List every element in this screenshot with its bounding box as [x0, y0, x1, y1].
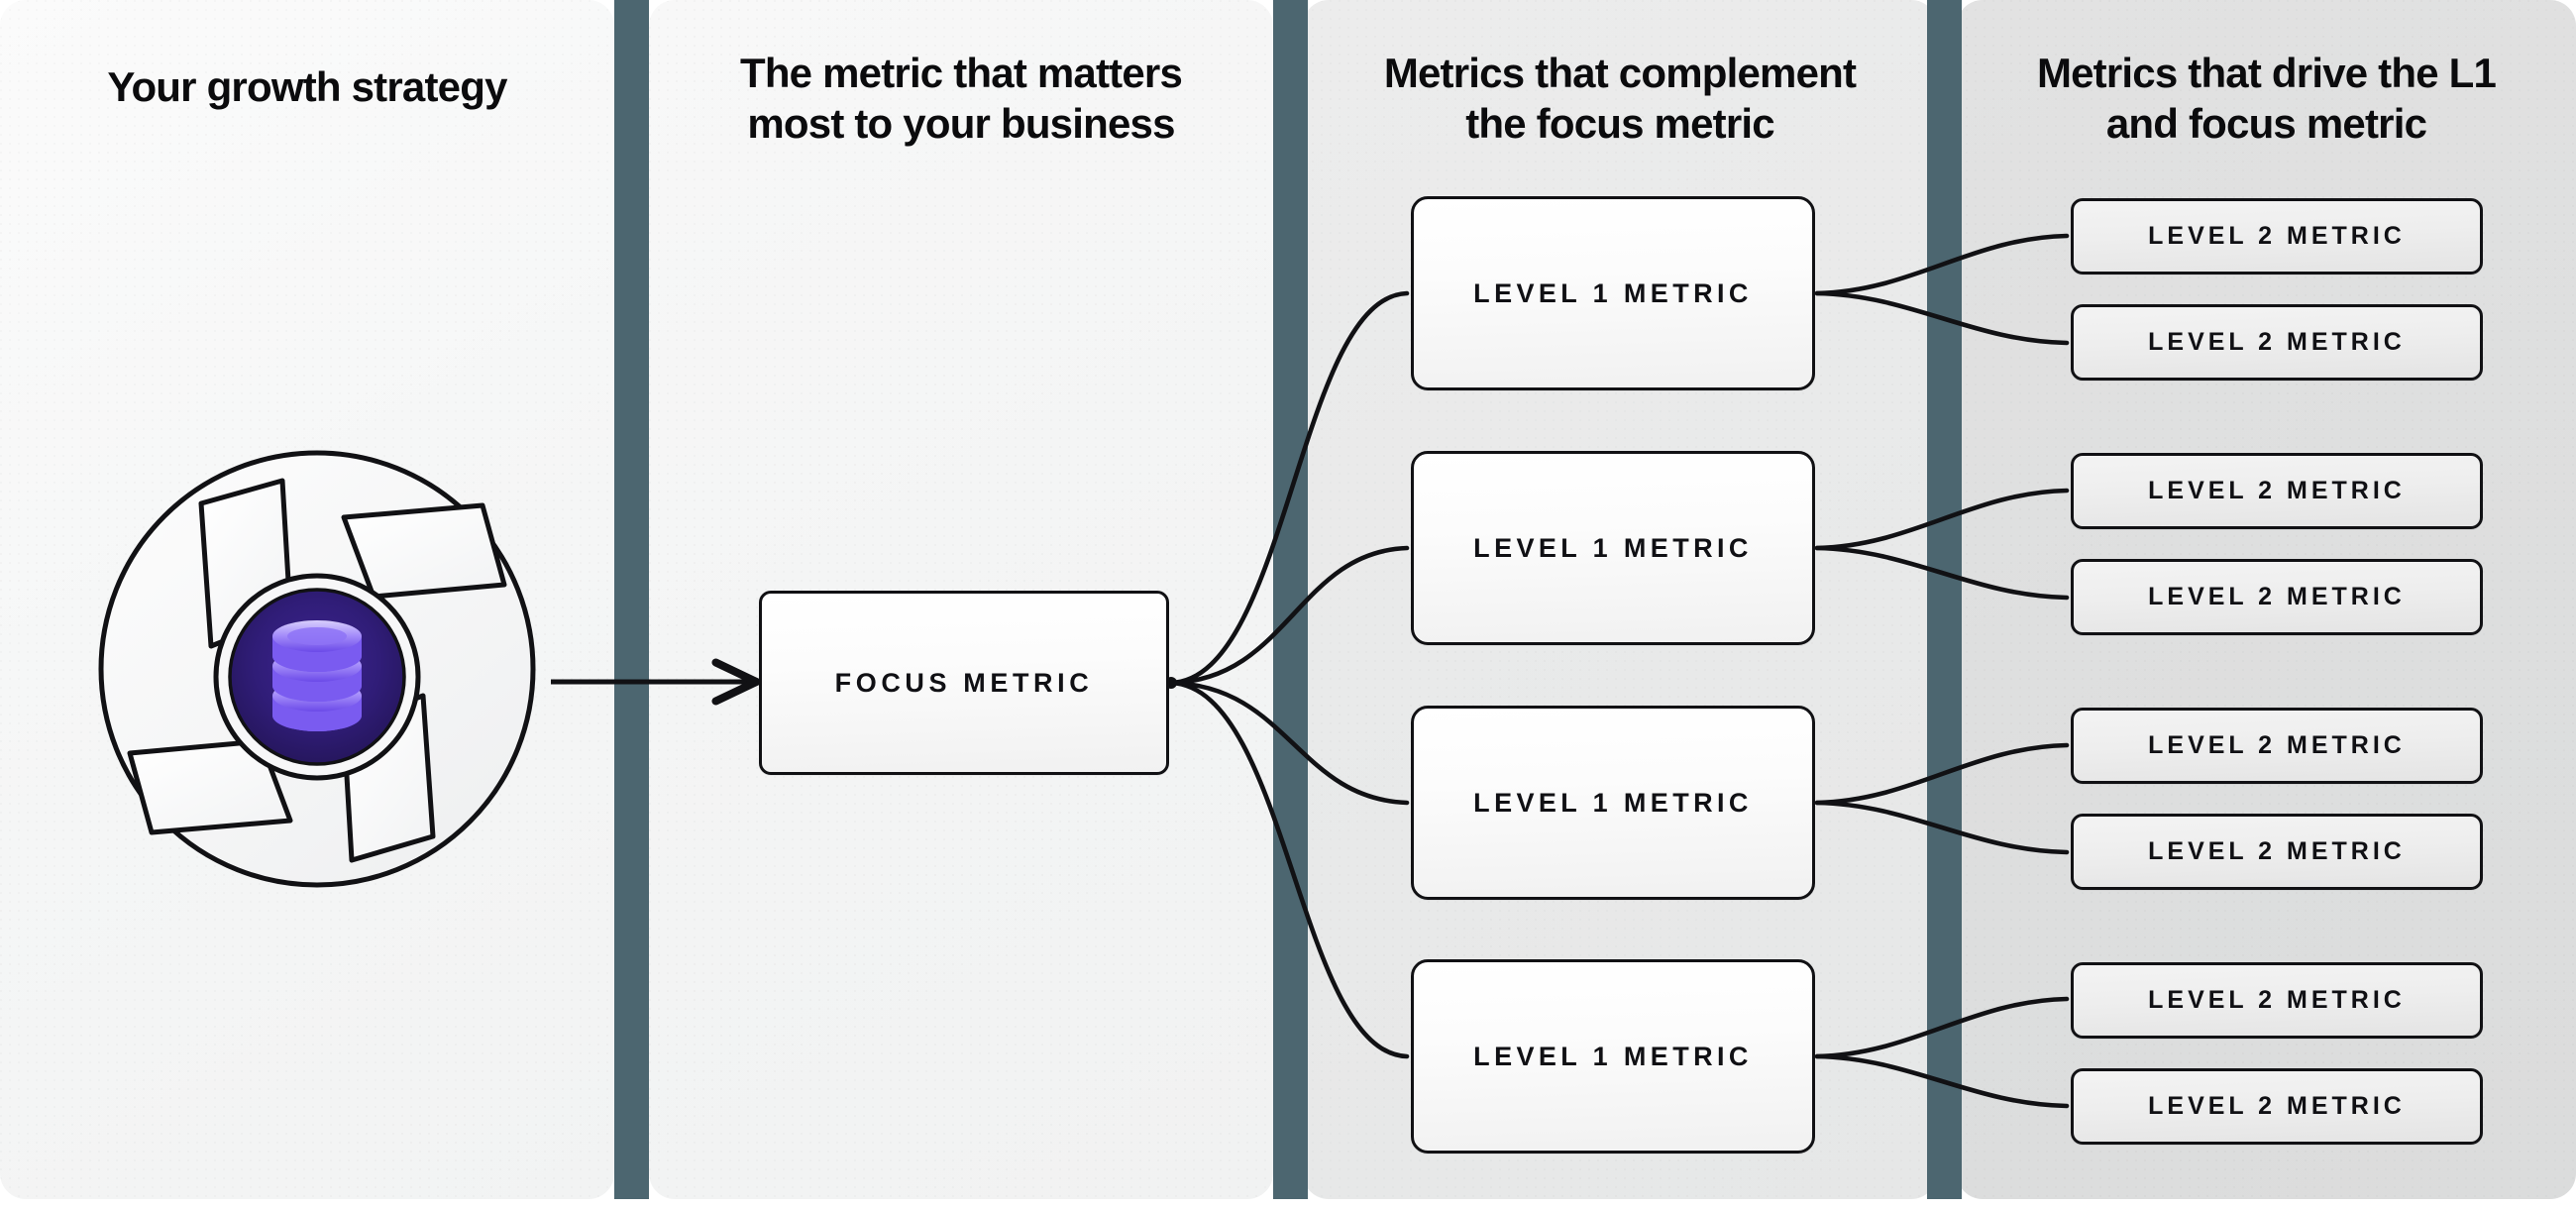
level2-metric-label: LEVEL 2 METRIC	[2148, 328, 2406, 356]
column-divider	[1273, 0, 1308, 1199]
level2-metric-label: LEVEL 2 METRIC	[2148, 477, 2406, 504]
level2-metric-box[interactable]: LEVEL 2 METRIC	[2071, 962, 2483, 1039]
level2-metric-box[interactable]: LEVEL 2 METRIC	[2071, 198, 2483, 275]
level2-metric-label: LEVEL 2 METRIC	[2148, 986, 2406, 1014]
level1-metric-label: LEVEL 1 METRIC	[1473, 787, 1753, 818]
level2-metric-box[interactable]: LEVEL 2 METRIC	[2071, 453, 2483, 529]
growth-strategy-logo	[98, 450, 536, 888]
level2-metric-box[interactable]: LEVEL 2 METRIC	[2071, 1068, 2483, 1145]
level1-metric-label: LEVEL 1 METRIC	[1473, 1041, 1753, 1071]
column-heading-line2: most to your business	[747, 100, 1175, 148]
level1-metric-label: LEVEL 1 METRIC	[1473, 532, 1753, 563]
column-heading-line2: the focus metric	[1465, 100, 1774, 148]
focus-metric-box[interactable]: FOCUS METRIC	[759, 591, 1169, 775]
column-heading-line1: Metrics that drive the L1	[2036, 50, 2497, 96]
level1-metric-box[interactable]: LEVEL 1 METRIC	[1411, 959, 1815, 1154]
level2-metric-box[interactable]: LEVEL 2 METRIC	[2071, 708, 2483, 784]
level2-metric-label: LEVEL 2 METRIC	[2148, 222, 2406, 250]
column-heading-level2: Metrics that drive the L1 and focus metr…	[1957, 48, 2576, 149]
column-heading-strategy: Your growth strategy	[0, 61, 614, 112]
level2-metric-label: LEVEL 2 METRIC	[2148, 583, 2406, 610]
level1-metric-box[interactable]: LEVEL 1 METRIC	[1411, 706, 1815, 900]
column-heading-line1: The metric that matters	[739, 50, 1183, 96]
level1-metric-box[interactable]: LEVEL 1 METRIC	[1411, 451, 1815, 645]
column-divider	[614, 0, 649, 1199]
level2-metric-box[interactable]: LEVEL 2 METRIC	[2071, 559, 2483, 635]
column-heading-focus: The metric that matters most to your bus…	[649, 48, 1273, 149]
level2-metric-label: LEVEL 2 METRIC	[2148, 731, 2406, 759]
column-divider	[1927, 0, 1962, 1199]
level2-metric-box[interactable]: LEVEL 2 METRIC	[2071, 304, 2483, 381]
focus-metric-label: FOCUS METRIC	[834, 667, 1094, 698]
column-heading-level1: Metrics that complement the focus metric	[1303, 48, 1937, 149]
level1-metric-label: LEVEL 1 METRIC	[1473, 277, 1753, 308]
level2-metric-label: LEVEL 2 METRIC	[2148, 1092, 2406, 1120]
level1-metric-box[interactable]: LEVEL 1 METRIC	[1411, 196, 1815, 390]
column-heading-line1: Metrics that complement	[1383, 50, 1857, 96]
column-heading-line2: and focus metric	[2105, 100, 2427, 148]
level2-metric-box[interactable]: LEVEL 2 METRIC	[2071, 814, 2483, 890]
level2-metric-label: LEVEL 2 METRIC	[2148, 837, 2406, 865]
database-icon	[272, 620, 362, 731]
column-heading-text: Your growth strategy	[107, 63, 507, 110]
